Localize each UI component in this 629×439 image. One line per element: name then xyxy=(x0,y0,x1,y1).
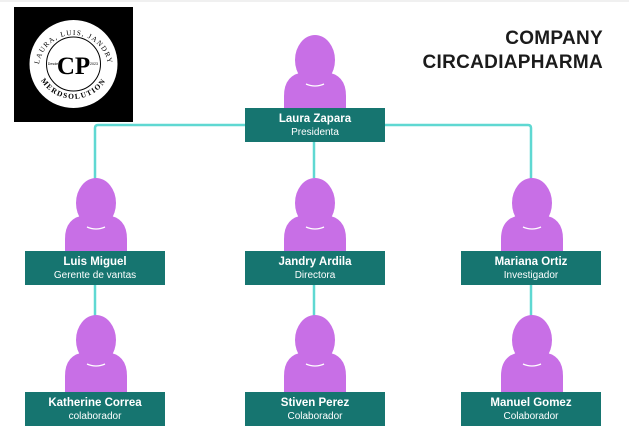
node-name: Mariana Ortiz xyxy=(494,256,568,268)
person-icon-luis xyxy=(62,173,130,259)
person-icon-jandry xyxy=(281,173,349,259)
node-name: Katherine Correa xyxy=(48,397,142,409)
node-jandry: Jandry Ardila Directora xyxy=(245,251,385,285)
node-role: Directora xyxy=(294,270,336,281)
node-name: Luis Miguel xyxy=(63,256,127,268)
person-icon-mariana xyxy=(498,173,566,259)
node-role: Investigador xyxy=(503,270,559,281)
logo-monogram: CP xyxy=(57,53,90,80)
person-icon-katherine xyxy=(62,310,130,396)
node-stiven: Stiven Perez Colaborador xyxy=(245,392,385,426)
node-mariana: Mariana Ortiz Investigador xyxy=(461,251,601,285)
top-border xyxy=(0,0,629,2)
company-title: COMPANY CIRCADIAPHARMA xyxy=(343,27,603,75)
company-title-line1: COMPANY xyxy=(505,28,603,49)
logo-since-label: Desde xyxy=(48,62,58,66)
person-icon-stiven xyxy=(281,310,349,396)
connector-laura-luis xyxy=(93,123,245,258)
node-role: Gerente de vantas xyxy=(53,270,137,281)
logo-outer-ring xyxy=(29,20,118,108)
node-manuel: Manuel Gomez Colaborador xyxy=(461,392,601,426)
person-icon-laura xyxy=(281,30,349,116)
logo-since-year: 2023 xyxy=(90,62,98,66)
node-role: Presidenta xyxy=(291,127,339,138)
node-luis: Luis Miguel Gerente de vantas xyxy=(25,251,165,285)
node-name: Laura Zapara xyxy=(278,113,352,125)
node-name: Jandry Ardila xyxy=(278,256,352,268)
node-name: Manuel Gomez xyxy=(490,397,572,409)
node-role: colaborador xyxy=(68,411,122,422)
node-name: Stiven Perez xyxy=(280,397,350,409)
company-title-line2: CIRCADIAPHARMA xyxy=(422,52,603,73)
logo-inner-ring xyxy=(46,36,101,92)
node-role: Colaborador xyxy=(287,411,343,422)
node-katherine: Katherine Correa colaborador xyxy=(25,392,165,426)
node-laura: Laura Zapara Presidenta xyxy=(245,108,385,142)
company-logo: LAURA, LUIS, JANDRY MERDSOLUTION CP Desd… xyxy=(14,7,133,122)
node-role: Colaborador xyxy=(503,411,559,422)
person-icon-manuel xyxy=(498,310,566,396)
logo-seal: LAURA, LUIS, JANDRY MERDSOLUTION CP Desd… xyxy=(29,20,118,108)
connector-laura-mariana xyxy=(384,123,533,258)
